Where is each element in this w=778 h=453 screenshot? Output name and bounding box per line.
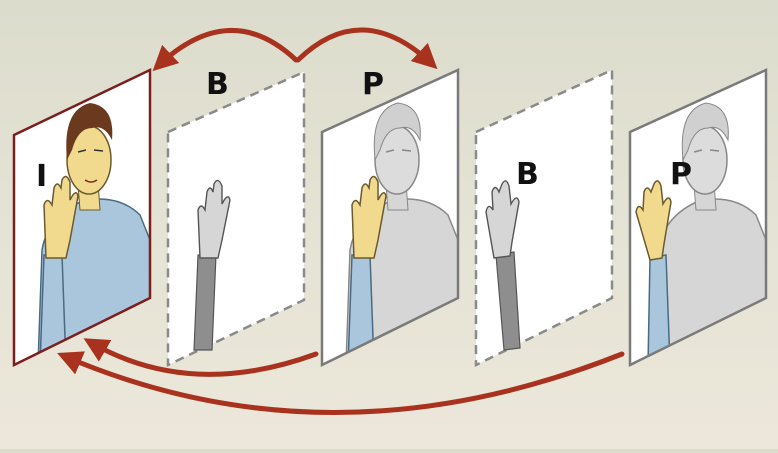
arrow-p1-to-i [83,338,319,377]
arrow-b1-to-p1 [295,27,438,70]
frame-label-b: B [516,157,539,192]
frame-b-2: B [474,68,614,368]
hand-only-gray [193,179,231,351]
frame-label-b: B [206,67,229,102]
frame-label-p: P [670,157,692,192]
arrow-p2-to-i [57,351,625,415]
hand-only-gray [485,180,521,351]
arrow-b1-to-i [152,28,299,72]
frame-p-1: P [320,67,460,368]
frame-b-1: B [166,67,306,367]
frame-label-i: I [36,159,47,194]
frame-p-2: P [628,68,768,368]
frame-i: I [12,68,152,368]
frame-label-p: P [362,67,384,102]
